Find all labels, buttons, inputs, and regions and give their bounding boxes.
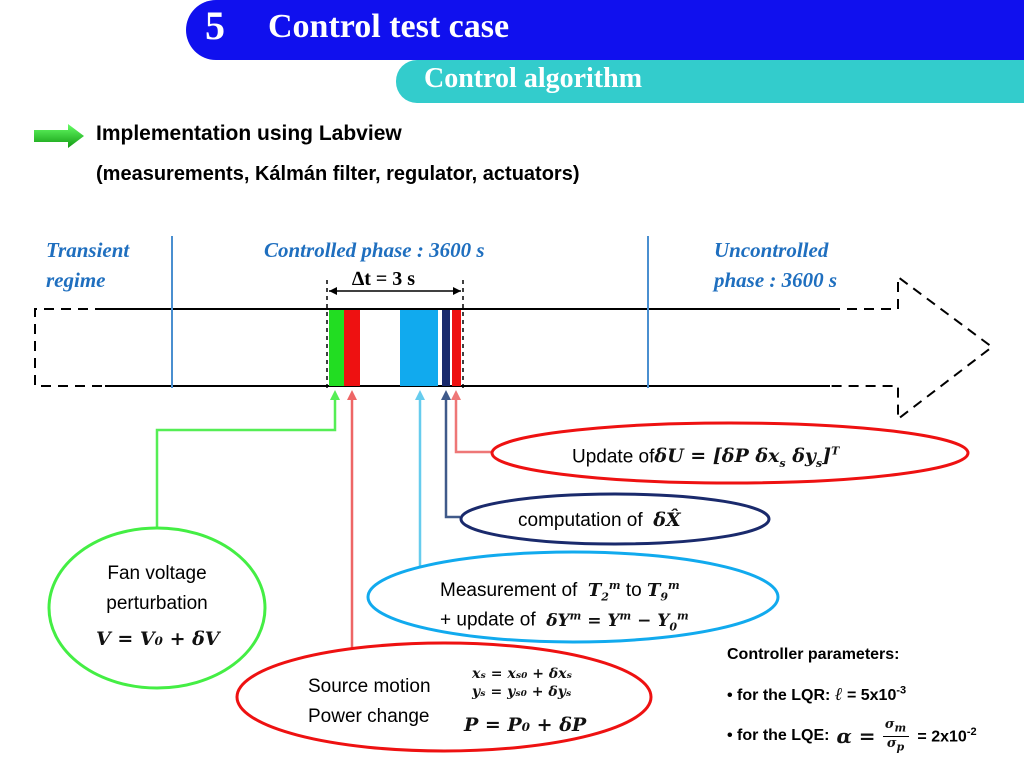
update-connector bbox=[454, 398, 492, 454]
computation-ellipse bbox=[459, 492, 771, 546]
measurement-update-label: + update of δYm = Ym − Y0m bbox=[440, 609, 689, 634]
section-number: 5 bbox=[205, 3, 225, 48]
source-ellipse bbox=[235, 641, 653, 753]
section-header-bar bbox=[186, 0, 1024, 60]
source-step-block bbox=[344, 310, 360, 386]
subsection-bar bbox=[396, 60, 1024, 103]
delta-t-label: ∆t = 3 s bbox=[352, 268, 416, 290]
power-formula: P = P₀ + δP bbox=[464, 714, 587, 736]
update-label: Update ofδU = [δP δxs δys]T bbox=[572, 445, 840, 471]
update-ellipse bbox=[490, 421, 970, 485]
fan-formula: V = V₀ + δV bbox=[96, 628, 220, 650]
update-step-block bbox=[452, 310, 461, 386]
controller-parameters-title: Controller parameters: bbox=[727, 646, 900, 663]
bullet-components: (measurements, Kálmán filter, regulator,… bbox=[96, 163, 580, 185]
computation-connector bbox=[444, 398, 460, 519]
measurement-ellipse bbox=[366, 550, 780, 644]
arrow-right-icon bbox=[34, 124, 84, 148]
measurement-label: Measurement of T2m to T9m bbox=[440, 579, 680, 604]
fan-connector bbox=[155, 398, 337, 528]
subsection-title: Control algorithm bbox=[424, 63, 643, 94]
section-title: Control test case bbox=[268, 8, 510, 45]
lqe-parameter: • for the LQE: α = σm σp = 2x10-2 bbox=[727, 717, 977, 754]
computation-label: computation of δX̂ bbox=[518, 509, 681, 531]
measurement-step-block bbox=[400, 310, 438, 386]
fan-step-block bbox=[329, 310, 344, 386]
bullet-implementation: Implementation using Labview bbox=[96, 122, 402, 145]
lqr-parameter: • for the LQR: ℓ = 5x10-3 bbox=[727, 684, 907, 705]
computation-step-block bbox=[442, 310, 450, 386]
controlled-phase-label: Controlled phase : 3600 s bbox=[264, 238, 485, 262]
fan-ellipse bbox=[47, 526, 267, 690]
timeline-dashed-arrow bbox=[34, 275, 994, 422]
